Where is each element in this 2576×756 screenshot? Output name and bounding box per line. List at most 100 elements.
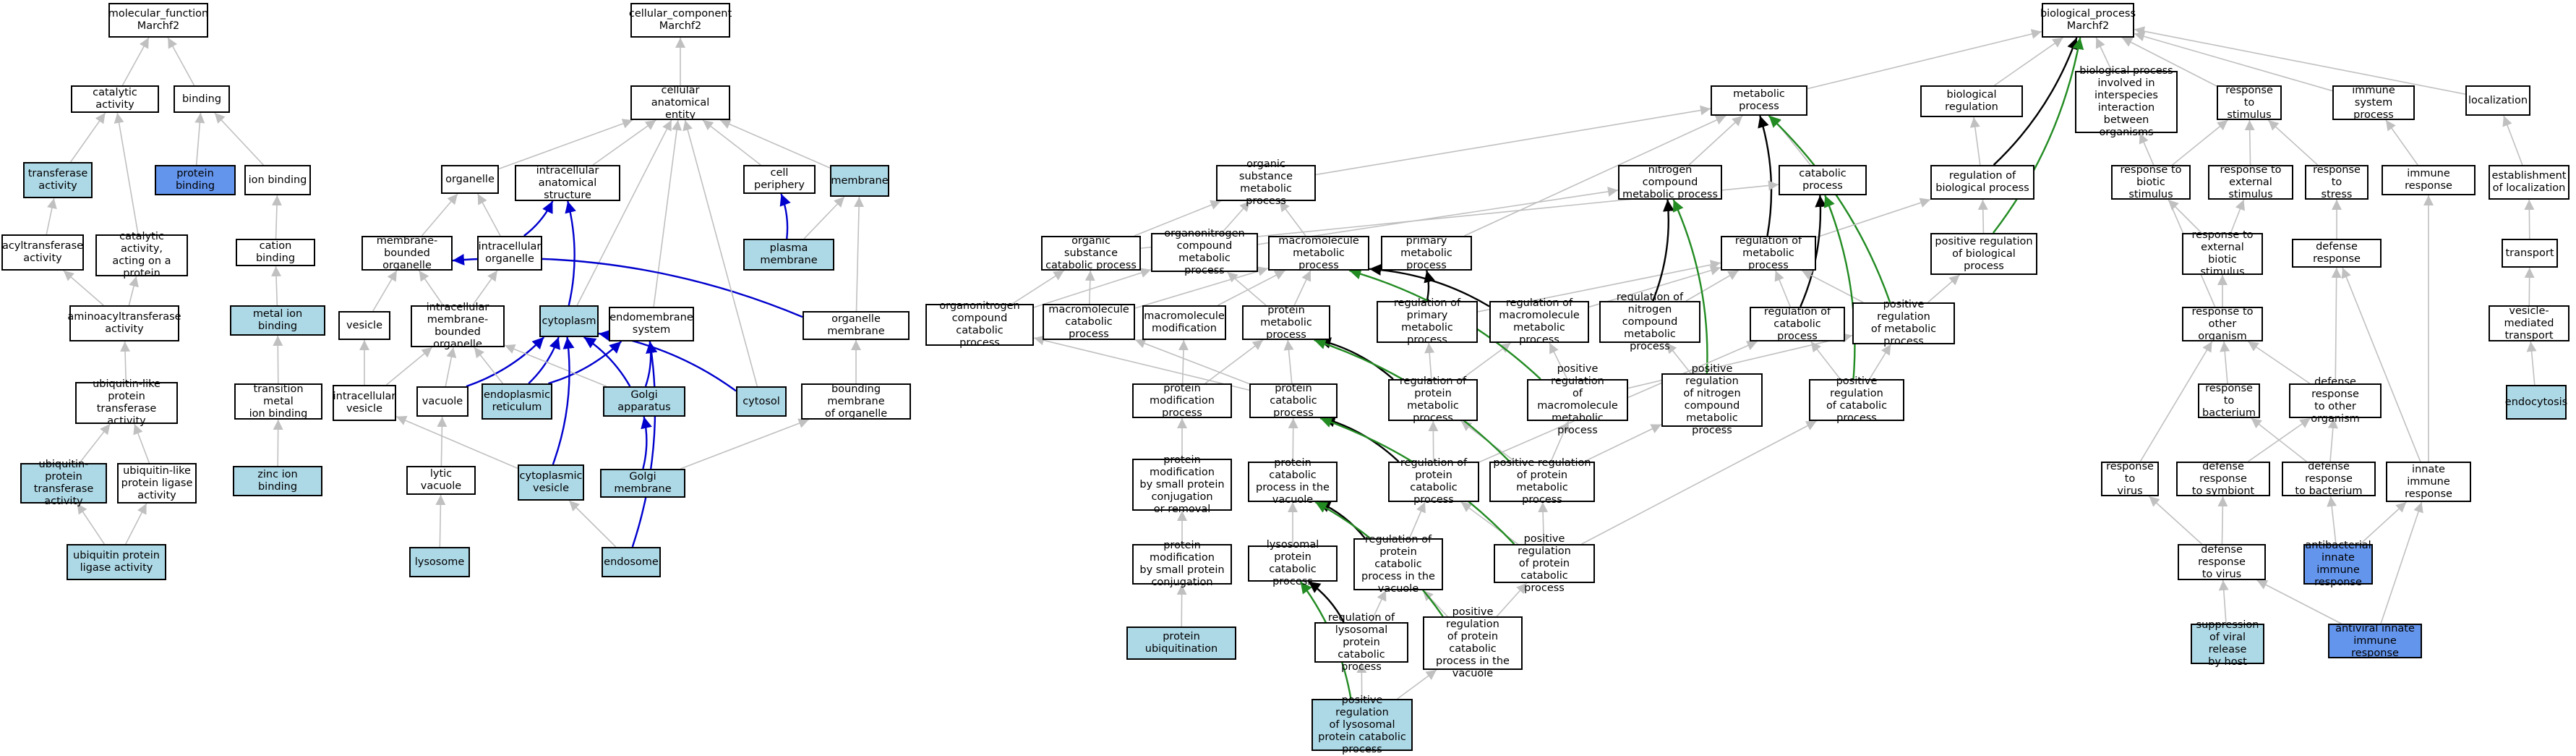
go-term-node-regulation-of-macromolecule-metabolic-process[interactable]: regulation of macromolecule metabolic pr… (1489, 301, 1589, 343)
go-term-node-endosome[interactable]: endosome (602, 547, 661, 577)
go-term-node-organonitrogen-compound-catabolic-process[interactable]: organonitrogen compound catabolic proces… (925, 304, 1034, 346)
go-term-node-protein-modification-process[interactable]: protein modification process (1132, 383, 1232, 418)
go-term-node-lysosomal-protein-catabolic-process[interactable]: lysosomal protein catabolic process (1248, 545, 1338, 582)
go-term-node-response-to-external-stimulus[interactable]: response to external stimulus (2208, 165, 2293, 200)
go-term-node-response-to-stress[interactable]: response to stress (2305, 165, 2369, 200)
go-term-node-positive-regulation-of-biological-process[interactable]: positive regulation of biological proces… (1930, 233, 2037, 275)
go-term-node-defense-response-to-symbiont[interactable]: defense response to symbiont (2176, 462, 2270, 496)
go-term-node-cytoplasm[interactable]: cytoplasm (539, 305, 599, 337)
go-term-node-intracellular-anatomical-structure[interactable]: intracellular anatomical structure (515, 165, 620, 201)
go-term-node-aminoacyltransferase-activity[interactable]: aminoacyltransferase activity (69, 305, 179, 341)
go-term-node-response-to-stimulus[interactable]: response to stimulus (2217, 85, 2282, 120)
go-term-node-cell-periphery[interactable]: cell periphery (743, 165, 816, 194)
go-term-node-response-to-virus[interactable]: response to virus (2101, 462, 2159, 496)
go-term-node-metabolic-process[interactable]: metabolic process (1711, 85, 1807, 116)
go-term-node-macromolecule-metabolic-process[interactable]: macromolecule metabolic process (1268, 236, 1369, 271)
go-term-node-binding[interactable]: binding (174, 85, 230, 113)
go-term-node-suppression-of-viral-release-by-host[interactable]: suppression of viral release by host (2191, 624, 2264, 664)
go-term-node-ion-binding[interactable]: ion binding (244, 165, 311, 195)
go-term-node-defense-response-to-other-organism[interactable]: defense response to other organism (2289, 383, 2382, 418)
go-term-node-innate-immune-response[interactable]: innate immune response (2386, 462, 2471, 502)
go-term-node-regulation-of-nitrogen-compound-metabolic-process[interactable]: regulation of nitrogen compound metaboli… (1599, 301, 1700, 343)
go-term-node-catalytic-activity-acting-on-a-protein[interactable]: catalytic activity, acting on a protein (95, 234, 188, 276)
go-term-node-macromolecule-catabolic-process[interactable]: macromolecule catabolic process (1043, 304, 1135, 340)
go-term-node-regulation-of-protein-catabolic-process-in-the-vacuole[interactable]: regulation of protein catabolic process … (1353, 538, 1443, 590)
go-term-node-primary-metabolic-process[interactable]: primary metabolic process (1381, 236, 1472, 271)
go-term-node-acyltransferase-activity[interactable]: acyltransferase activity (1, 234, 84, 271)
go-term-node-cytosol[interactable]: cytosol (736, 386, 787, 417)
go-term-node-plasma-membrane[interactable]: plasma membrane (743, 239, 834, 271)
go-term-node-organelle[interactable]: organelle (441, 165, 499, 194)
go-term-node-immune-system-process[interactable]: immune system process (2332, 85, 2415, 120)
go-term-node-ubiquitin-protein-transferase-activity[interactable]: ubiquitin-protein transferase activity (20, 463, 107, 504)
go-term-node-defense-response-to-virus[interactable]: defense response to virus (2178, 544, 2266, 580)
go-term-node-zinc-ion-binding[interactable]: zinc ion binding (233, 466, 322, 496)
go-term-node-biological-regulation[interactable]: biological regulation (1920, 85, 2023, 117)
go-term-node-nitrogen-compound-metabolic-process[interactable]: nitrogen compound metabolic process (1618, 165, 1722, 200)
go-term-node-localization[interactable]: localization (2465, 85, 2530, 116)
go-term-node-molecular-function-marchf2[interactable]: molecular_function Marchf2 (108, 3, 208, 38)
go-term-node-endocytosis[interactable]: endocytosis (2506, 385, 2567, 420)
go-term-node-endoplasmic-reticulum[interactable]: endoplasmic reticulum (482, 383, 552, 420)
go-term-node-regulation-of-lysosomal-protein-catabolic-process[interactable]: regulation of lysosomal protein cataboli… (1314, 622, 1408, 663)
go-term-node-organelle-membrane[interactable]: organelle membrane (803, 311, 910, 340)
go-term-node-membrane-bounded-organelle[interactable]: membrane-bounded organelle (361, 236, 453, 271)
go-term-node-ubiquitin-like-protein-transferase-activity[interactable]: ubiquitin-like protein transferase activ… (75, 382, 178, 424)
go-term-node-organic-substance-metabolic-process[interactable]: organic substance metabolic process (1216, 165, 1316, 201)
go-term-node-biological-process-marchf2[interactable]: biological_process Marchf2 (2042, 3, 2134, 38)
go-term-node-regulation-of-biological-process[interactable]: regulation of biological process (1930, 165, 2034, 200)
go-term-node-transferase-activity[interactable]: transferase activity (23, 162, 93, 198)
go-term-node-protein-catabolic-process-in-the-vacuole[interactable]: protein catabolic process in the vacuole (1248, 462, 1338, 502)
go-term-node-protein-ubiquitination[interactable]: protein ubiquitination (1126, 627, 1236, 660)
go-term-node-cellular-anatomical-entity[interactable]: cellular anatomical entity (630, 85, 730, 120)
go-term-node-positive-regulation-of-nitrogen-compound-metabolic-process[interactable]: positive regulation of nitrogen compound… (1661, 373, 1763, 427)
go-term-node-intracellular-membrane-bounded-organelle[interactable]: intracellular membrane-bounded organelle (411, 305, 505, 347)
go-term-node-regulation-of-metabolic-process[interactable]: regulation of metabolic process (1721, 236, 1816, 271)
go-term-node-intracellular-vesicle[interactable]: intracellular vesicle (333, 385, 396, 421)
go-term-node-positive-regulation-of-catabolic-process[interactable]: positive regulation of catabolic process (1809, 379, 1904, 421)
go-term-node-membrane[interactable]: membrane (830, 165, 889, 197)
go-term-node-lytic-vacuole[interactable]: lytic vacuole (406, 466, 476, 495)
go-term-node-vesicle-mediated-transport[interactable]: vesicle-mediated transport (2489, 305, 2569, 341)
go-term-node-regulation-of-catabolic-process[interactable]: regulation of catabolic process (1750, 307, 1845, 341)
go-term-node-positive-regulation-of-lysosomal-protein-catabolic-process[interactable]: positive regulation of lysosomal protein… (1311, 699, 1413, 751)
go-term-node-endomembrane-system[interactable]: endomembrane system (609, 307, 694, 341)
go-term-node-protein-binding[interactable]: protein binding (155, 165, 236, 195)
go-term-node-regulation-of-protein-metabolic-process[interactable]: regulation of protein metabolic process (1388, 379, 1478, 421)
go-term-node-cellular-component-marchf2[interactable]: cellular_component Marchf2 (630, 3, 730, 38)
go-term-node-protein-modification-by-small-protein-conjugation-or-removal[interactable]: protein modification by small protein co… (1132, 459, 1232, 511)
go-term-node-golgi-apparatus[interactable]: Golgi apparatus (603, 386, 685, 417)
go-term-node-defense-response[interactable]: defense response (2292, 239, 2382, 268)
go-term-node-establishment-of-localization[interactable]: establishment of localization (2489, 165, 2569, 200)
go-term-node-organic-substance-catabolic-process[interactable]: organic substance catabolic process (1041, 236, 1141, 271)
go-term-node-metal-ion-binding[interactable]: metal ion binding (230, 305, 325, 336)
go-term-node-positive-regulation-of-protein-catabolic-process-in-the-vacuole[interactable]: positive regulation of protein catabolic… (1423, 616, 1523, 670)
go-term-node-golgi-membrane[interactable]: Golgi membrane (600, 469, 685, 498)
go-term-node-cytoplasmic-vesicle[interactable]: cytoplasmic vesicle (518, 464, 584, 501)
go-term-node-transition-metal-ion-binding[interactable]: transition metal ion binding (234, 383, 322, 420)
go-term-node-positive-regulation-of-macromolecule-metabolic-process[interactable]: positive regulation of macromolecule met… (1527, 379, 1628, 421)
go-term-node-response-to-other-organism[interactable]: response to other organism (2182, 307, 2263, 341)
go-term-node-transport[interactable]: transport (2502, 239, 2558, 268)
go-term-node-antibacterial-innate-immune-response[interactable]: antibacterial innate immune response (2303, 544, 2373, 585)
go-term-node-positive-regulation-of-metabolic-process[interactable]: positive regulation of metabolic process (1852, 302, 1955, 344)
go-term-node-macromolecule-modification[interactable]: macromolecule modification (1142, 305, 1226, 340)
go-term-node-ubiquitin-protein-ligase-activity[interactable]: ubiquitin protein ligase activity (67, 544, 166, 580)
go-term-node-positive-regulation-of-protein-metabolic-process[interactable]: positive regulation of protein metabolic… (1489, 462, 1595, 502)
go-term-node-protein-modification-by-small-protein-conjugation[interactable]: protein modification by small protein co… (1132, 544, 1232, 585)
go-term-node-biological-process-involved-in-interspecies-interaction-between-organisms[interactable]: biological process involved in interspec… (2075, 71, 2178, 133)
go-term-node-response-to-biotic-stimulus[interactable]: response to biotic stimulus (2111, 165, 2191, 200)
go-term-node-antiviral-innate-immune-response[interactable]: antiviral innate immune response (2328, 624, 2422, 658)
go-term-node-vesicle[interactable]: vesicle (338, 311, 390, 340)
go-term-node-lysosome[interactable]: lysosome (409, 547, 470, 577)
go-term-node-organonitrogen-compound-metabolic-process[interactable]: organonitrogen compound metabolic proces… (1151, 233, 1258, 272)
go-term-node-catabolic-process[interactable]: catabolic process (1779, 165, 1867, 195)
go-term-node-defense-response-to-bacterium[interactable]: defense response to bacterium (2282, 462, 2376, 496)
go-term-node-catalytic-activity[interactable]: catalytic activity (71, 85, 159, 113)
go-term-node-regulation-of-primary-metabolic-process[interactable]: regulation of primary metabolic process (1377, 301, 1478, 343)
go-term-node-positive-regulation-of-protein-catabolic-process[interactable]: positive regulation of protein catabolic… (1494, 544, 1595, 583)
go-term-node-bounding-membrane-of-organelle[interactable]: bounding membrane of organelle (801, 383, 911, 420)
go-term-node-immune-response[interactable]: immune response (2382, 165, 2476, 195)
go-term-node-protein-metabolic-process[interactable]: protein metabolic process (1242, 305, 1330, 340)
go-term-node-regulation-of-protein-catabolic-process[interactable]: regulation of protein catabolic process (1388, 462, 1479, 502)
